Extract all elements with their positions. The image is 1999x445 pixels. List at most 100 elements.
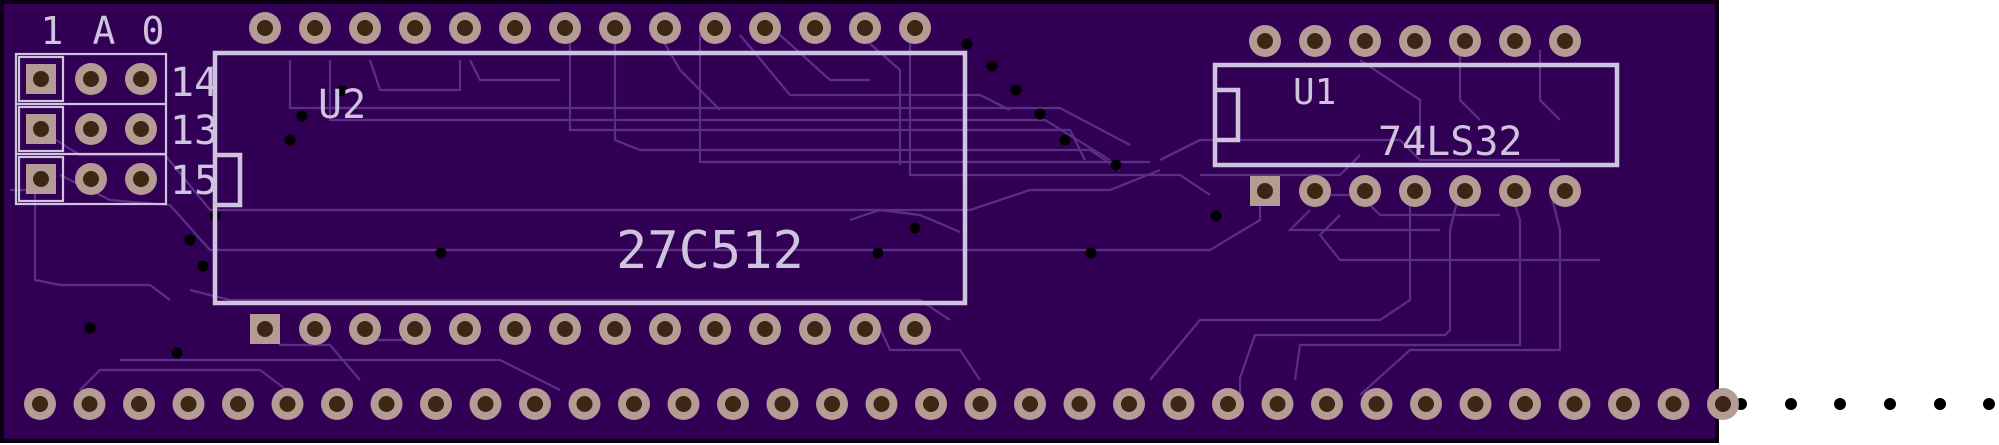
- u1-pin-pad: [1399, 175, 1431, 207]
- edge-connector-pad: [1558, 388, 1591, 420]
- edge-connector-pad: [1162, 388, 1195, 420]
- jumper-pad: [125, 63, 157, 95]
- u1-pin-pad: [1349, 25, 1381, 57]
- edge-connector-pad: [1657, 388, 1690, 420]
- u2-pin-pad: [899, 12, 931, 44]
- u2-designator: U2: [318, 82, 366, 128]
- edge-connector-pad: [1360, 388, 1393, 420]
- edge-connector-pad: [370, 388, 403, 420]
- edge-connector-pad: [1509, 388, 1541, 420]
- u2-pin-pad: [549, 12, 581, 44]
- u2-pin-pad: [849, 313, 881, 345]
- u1-pin-pad: [1349, 175, 1381, 207]
- u2-pin-pad: [599, 313, 631, 345]
- u2-pin-pad: [599, 12, 631, 44]
- edge-connector-pad: [964, 388, 997, 420]
- offboard-dots: [1735, 398, 1995, 410]
- edge-connector-pad: [519, 388, 551, 420]
- u2-pin-pad: [449, 313, 481, 345]
- jumper-row-label-15: 15: [170, 158, 218, 204]
- u2-pin-pad: [399, 313, 431, 345]
- edge-connector-pad: [123, 388, 155, 420]
- edge-connector-pad: [1311, 388, 1343, 420]
- u1-outline: [1212, 62, 1620, 168]
- u1-pin-pad: [1250, 176, 1280, 206]
- u1-pin-pad: [1549, 175, 1581, 207]
- u2-pin-pad: [649, 313, 681, 345]
- u1-designator: U1: [1293, 72, 1336, 113]
- jumper-row-label-14: 14: [170, 60, 218, 106]
- u2-pin-pad: [749, 313, 781, 345]
- edge-connector-pad: [816, 388, 848, 420]
- jumper-row-label-13: 13: [170, 108, 218, 154]
- edge-connector-pad: [1707, 388, 1739, 420]
- edge-connector-pad: [469, 388, 502, 420]
- edge-connector-pad: [1063, 388, 1096, 420]
- u2-outline: [212, 50, 968, 306]
- edge-connector-pad: [1212, 388, 1244, 420]
- component-pads: [24, 12, 1739, 420]
- u2-pin-pad: [499, 12, 531, 44]
- jumper-header-outline: [14, 52, 168, 206]
- u1-pin-pad: [1449, 25, 1481, 57]
- u1-pin-pad: [1249, 25, 1281, 57]
- edge-connector-pad: [667, 388, 700, 420]
- edge-connector-pad: [271, 388, 304, 420]
- edge-connector-pad: [1410, 388, 1442, 420]
- u2-pin-pad: [799, 12, 831, 44]
- jumper-col-label-a: A: [93, 9, 116, 53]
- jumper-pad: [26, 64, 56, 94]
- edge-connector-pad: [222, 388, 254, 420]
- jumper-pad: [75, 113, 107, 145]
- jumper-pad: [26, 164, 56, 194]
- u1-pin-pad: [1549, 25, 1581, 57]
- u2-pin-pad: [249, 12, 281, 44]
- u2-pin-pad: [399, 12, 431, 44]
- jumper-row-labels: 14 13 15: [170, 60, 218, 204]
- u1-pin-pad: [1499, 175, 1531, 207]
- edge-connector-pad: [865, 388, 898, 420]
- edge-connector-pad: [618, 388, 650, 420]
- jumper-col-label-1: 1: [41, 9, 64, 53]
- u1-part-number: 74LS32: [1378, 119, 1523, 165]
- pcb-board: [0, 0, 1719, 443]
- u1-pin-pad: [1449, 175, 1481, 207]
- jumper-pad: [75, 163, 107, 195]
- u2-pin-pad: [349, 313, 381, 345]
- edge-connector-pad: [1261, 388, 1294, 420]
- u1-pin-pad: [1299, 25, 1331, 57]
- edge-connector-pad: [568, 388, 601, 420]
- u2-pin-pad: [299, 313, 331, 345]
- u2-part-number: 27C512: [616, 221, 804, 281]
- u2-pin-pad: [549, 313, 581, 345]
- u2-pin-pad: [849, 12, 881, 44]
- u2-pin-pad: [649, 12, 681, 44]
- u2-pin-pad: [499, 313, 531, 345]
- edge-connector-pad: [420, 388, 452, 420]
- u2-pin-pad: [899, 313, 931, 345]
- edge-connector-pad: [73, 388, 106, 420]
- edge-connector-pad: [915, 388, 947, 420]
- u1-pin-pad: [1399, 25, 1431, 57]
- u2-pin-pad: [699, 313, 731, 345]
- u2-pin-pad: [299, 12, 331, 44]
- jumper-col-label-0: 0: [142, 9, 165, 53]
- u2-pin-pad: [349, 12, 381, 44]
- edge-connector-pad: [1459, 388, 1492, 420]
- edge-connector-pad: [766, 388, 799, 420]
- edge-connector-pad: [1113, 388, 1145, 420]
- u1-pin-pad: [1299, 175, 1331, 207]
- edge-connector-pad: [172, 388, 205, 420]
- jumper-pad: [125, 163, 157, 195]
- edge-connector-pad: [1608, 388, 1640, 420]
- jumper-pad: [26, 114, 56, 144]
- u1-pin-pad: [1499, 25, 1531, 57]
- edge-connector-pad: [1014, 388, 1046, 420]
- u2-pin-pad: [699, 12, 731, 44]
- edge-connector-pad: [321, 388, 353, 420]
- u2-pin-pad: [250, 314, 280, 344]
- jumper-column-labels: 1 A 0: [41, 9, 165, 53]
- edge-connector-pad: [717, 388, 749, 420]
- edge-connector-pad: [24, 388, 56, 420]
